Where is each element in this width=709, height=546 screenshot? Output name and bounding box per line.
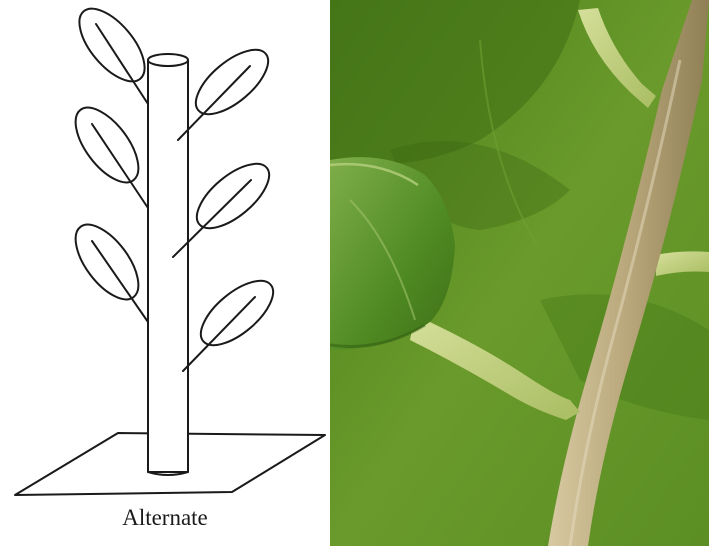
phyllotaxis-diagram: Alternate bbox=[0, 0, 330, 546]
leaf-right-3 bbox=[183, 269, 284, 371]
alternate-leaf-arrangement-drawing bbox=[0, 0, 330, 546]
leaf-left-1 bbox=[68, 0, 157, 104]
leaf-left-2 bbox=[64, 97, 151, 208]
leaf-left-3 bbox=[64, 214, 151, 322]
plant-stem-photo bbox=[330, 0, 709, 546]
diagram-caption: Alternate bbox=[0, 505, 330, 531]
stem-photo-illustration bbox=[330, 0, 709, 546]
leaf-right-1 bbox=[178, 38, 279, 140]
stem bbox=[148, 54, 188, 475]
